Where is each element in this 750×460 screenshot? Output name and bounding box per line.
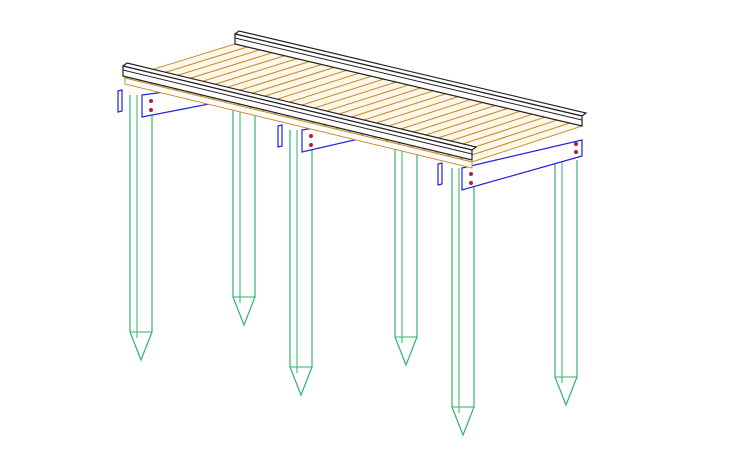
bolt — [309, 134, 313, 138]
post — [554, 160, 578, 407]
post — [394, 142, 418, 367]
front-rail-edge — [122, 69, 473, 155]
back-rail-edge — [234, 37, 583, 121]
deck-fascia — [124, 77, 473, 169]
beam-cleat — [117, 89, 123, 113]
bolt — [574, 142, 578, 146]
post — [129, 95, 153, 362]
deck-board — [459, 122, 570, 160]
front-rail — [122, 65, 473, 161]
bolt — [309, 143, 313, 147]
beam-cleat — [437, 162, 443, 186]
bolt — [149, 108, 153, 112]
post — [232, 108, 256, 327]
cross-beam — [461, 139, 583, 191]
post — [451, 168, 475, 437]
beam-cleat — [277, 124, 283, 148]
bolt — [469, 181, 473, 185]
back-rail — [234, 33, 583, 127]
bolt — [469, 172, 473, 176]
bolt — [149, 99, 153, 103]
post — [289, 130, 313, 397]
bolt — [574, 150, 578, 154]
